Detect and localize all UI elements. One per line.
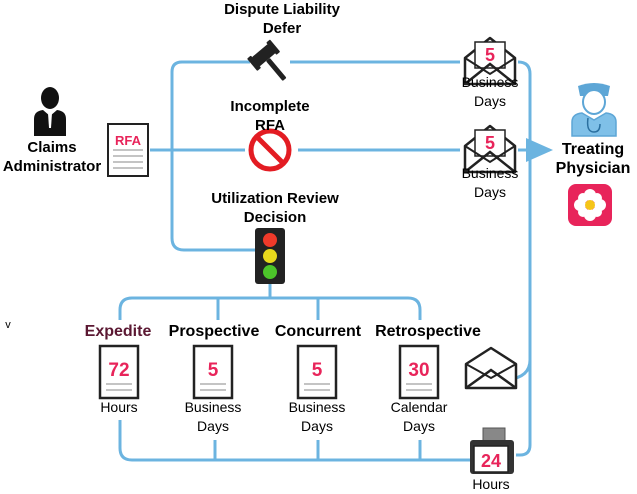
claims-administrator-label: Claims Administrator [2, 139, 102, 175]
connector-review-bar [118, 296, 422, 320]
fax-number: 24 [481, 451, 501, 471]
envelope-icon: 5 [463, 124, 517, 174]
envelope-top-number: 5 [485, 45, 495, 65]
envelope-icon: 5 [463, 36, 517, 86]
document-icon: 30 [398, 344, 440, 400]
envelope-mid-caption: Business Days [461, 165, 519, 200]
dispute-label: Dispute Liability Defer [224, 1, 340, 37]
document-icon: 5 [296, 344, 338, 400]
traffic-light-icon [255, 228, 285, 284]
retrospective-title: Retrospective [375, 323, 481, 340]
connector-right-vertical [516, 60, 532, 457]
treating-physician-label: Treating Physician [555, 141, 631, 177]
doctor-icon [571, 83, 617, 137]
connector-trunk [170, 72, 255, 252]
ur-decision-label: Utilization Review Decision [211, 190, 339, 226]
rfa-doc-label: RFA [115, 133, 142, 148]
prospective-caption: Business Days [184, 399, 242, 434]
expedite-number: 72 [108, 360, 129, 381]
concurrent-title: Concurrent [274, 323, 362, 340]
expedite-title: Expedite [84, 323, 152, 340]
fax-icon: 24 [470, 427, 514, 474]
prospective-number: 5 [208, 360, 219, 381]
incomplete-label: Incomplete RFA [230, 98, 310, 134]
retrospective-caption: Calendar Days [390, 399, 448, 434]
flower-badge-icon [568, 184, 612, 226]
fax-caption: Hours [472, 476, 510, 492]
connector-top-branch [170, 60, 250, 73]
retrospective-number: 30 [408, 360, 429, 381]
connector-bottom-bar [118, 420, 470, 462]
envelope-top-caption: Business Days [461, 74, 519, 109]
connector-lines [118, 60, 553, 462]
envelope-icon [464, 346, 518, 390]
stray-mark: v [5, 319, 11, 331]
document-icon: RFA [107, 123, 149, 177]
document-icon: 72 [98, 344, 140, 400]
person-silhouette-icon [34, 87, 66, 136]
expedite-caption: Hours [100, 399, 138, 415]
document-icon: 5 [192, 344, 234, 400]
prohibited-icon [248, 128, 292, 172]
concurrent-number: 5 [312, 360, 323, 381]
prospective-title: Prospective [168, 323, 260, 340]
envelope-mid-number: 5 [485, 133, 495, 153]
concurrent-caption: Business Days [288, 399, 346, 434]
gavel-icon [247, 39, 287, 81]
